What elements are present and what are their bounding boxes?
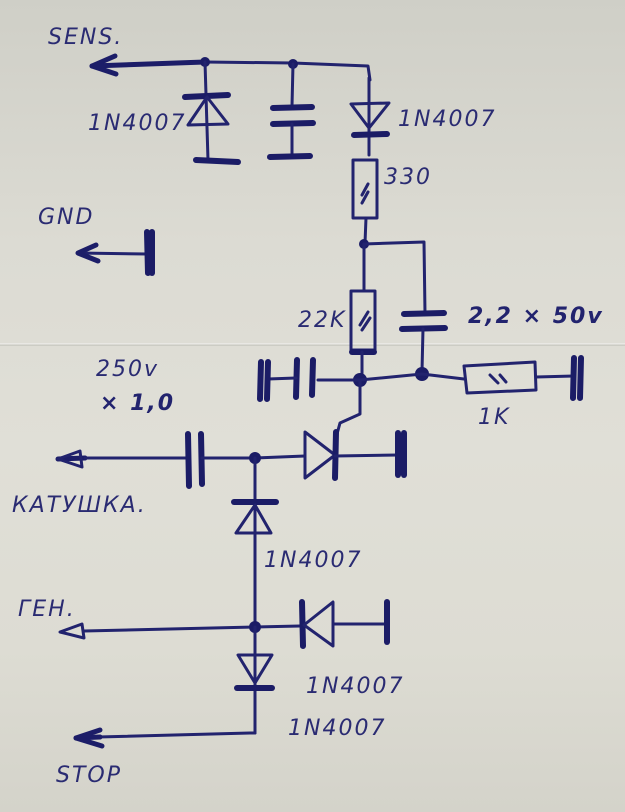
capacitor-sens bbox=[267, 62, 316, 160]
label-capacitor-coil-voltage: 250v bbox=[96, 357, 159, 382]
stop-arrow-icon bbox=[73, 727, 105, 749]
label-gnd: GND bbox=[38, 205, 94, 230]
resistor-1k bbox=[462, 355, 584, 401]
resistor-22k bbox=[349, 242, 377, 380]
label-diode-sens-clamp: 1N4007 bbox=[88, 111, 186, 136]
label-diode-series-top: 1N4007 bbox=[398, 107, 496, 132]
label-diode-gen-to-stop-b: 1N4007 bbox=[288, 716, 386, 741]
label-resistor-330: 330 bbox=[384, 165, 432, 190]
coil-arrow-icon bbox=[55, 449, 88, 469]
label-gen: ГЕН. bbox=[18, 597, 76, 622]
gnd-arrow-icon bbox=[75, 229, 155, 276]
diode-gen-to-stop bbox=[234, 625, 275, 735]
label-capacitor-timing: 2,2 × 50v bbox=[468, 304, 604, 329]
wire-stop bbox=[96, 731, 257, 739]
wire-gen bbox=[82, 624, 302, 633]
label-stop: STOP bbox=[56, 763, 122, 788]
resistor-330 bbox=[351, 158, 379, 245]
gen-arrow-icon bbox=[58, 622, 86, 640]
wire-thyristor-gate bbox=[335, 378, 362, 436]
capacitor-timing bbox=[399, 310, 448, 373]
diode-gen-clamp bbox=[299, 599, 390, 649]
paper-fold-line bbox=[0, 343, 625, 346]
thyristor bbox=[303, 429, 407, 481]
diode-sens-clamp bbox=[182, 60, 241, 165]
capacitor-gate-left bbox=[257, 357, 316, 402]
diode-coil-node bbox=[231, 456, 279, 630]
sens-arrow-icon bbox=[89, 53, 208, 77]
label-diode-coil-node: 1N4007 bbox=[264, 548, 362, 573]
label-coil: КАТУШКА. bbox=[12, 493, 147, 518]
label-diode-gen-to-stop: 1N4007 bbox=[306, 674, 404, 699]
label-resistor-22k: 22K bbox=[298, 308, 346, 333]
diode-series-top bbox=[349, 76, 391, 157]
label-resistor-1k: 1K bbox=[478, 405, 510, 430]
label-capacitor-coil-rating: × 1,0 bbox=[100, 391, 175, 416]
label-sens: SENS. bbox=[48, 25, 123, 50]
wire-sens-top bbox=[203, 60, 372, 82]
wire-to-timing-cap bbox=[362, 240, 427, 315]
capacitor-coil bbox=[185, 431, 205, 489]
wire-gate-row bbox=[316, 372, 466, 382]
